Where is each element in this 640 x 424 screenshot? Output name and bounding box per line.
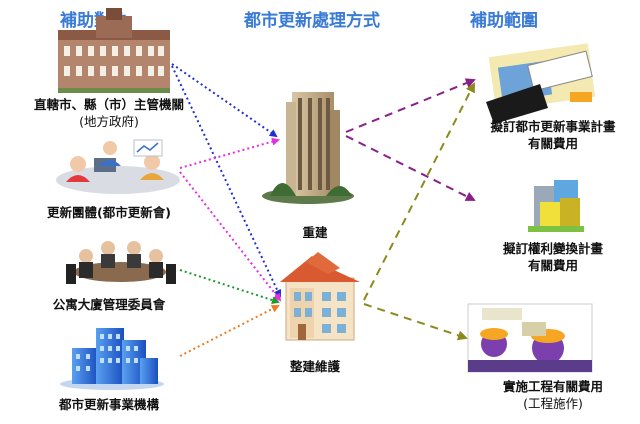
construction-workers-icon xyxy=(467,303,593,373)
header-renewal-methods: 都市更新處理方式 xyxy=(244,11,380,31)
method-label-rebuild: 重建 xyxy=(302,225,328,240)
method-label-renovation: 整建維護 xyxy=(289,359,340,374)
scope-label-plan: 擬訂都市更新事業計畫 有關費用 xyxy=(468,118,638,152)
meeting-group-icon xyxy=(56,139,180,194)
target-label-government-sub: (地方政府) xyxy=(79,114,139,129)
scope-label-plan-main: 擬訂都市更新事業計畫 xyxy=(490,119,616,134)
arrow-agency-to-renovate xyxy=(179,305,280,357)
arrow-gov-to-rebuild xyxy=(171,63,278,138)
arrow-group-to-renovate xyxy=(179,171,282,302)
scope-label-rights-main: 擬訂權利變換計畫 xyxy=(502,241,603,256)
arrow-renovate-to-plan xyxy=(363,82,475,301)
scope-label-works-main: 實施工程有關費用 xyxy=(502,379,603,394)
scope-label-rights-sub: 有關費用 xyxy=(527,258,578,273)
rights-exchange-buildings-icon xyxy=(528,180,584,232)
planning-documents-icon xyxy=(486,43,596,124)
arrow-rebuild-to-rights xyxy=(345,135,476,201)
scope-label-plan-sub: 有關費用 xyxy=(527,136,578,151)
scope-label-works-sub: (工程施作) xyxy=(523,396,583,411)
target-label-renewal-agency: 都市更新事業機構 xyxy=(58,397,159,412)
arrow-renovate-to-works xyxy=(363,303,468,341)
arrow-rebuild-to-plan xyxy=(345,78,476,133)
apartment-house-icon xyxy=(280,252,360,341)
target-label-government-main: 直轄市、縣（市）主管機關 xyxy=(33,97,184,112)
committee-meeting-icon xyxy=(66,241,176,284)
header-subsidy-scope: 補助範圍 xyxy=(470,11,538,31)
arrow-committee-to-renovate xyxy=(179,269,280,304)
target-label-government: 直轄市、縣（市）主管機關 (地方政府) xyxy=(0,96,218,130)
high-rise-tower-icon xyxy=(262,92,354,204)
scope-label-works: 實施工程有關費用 (工程施作) xyxy=(468,378,638,412)
target-label-committee: 公寓大廈管理委員會 xyxy=(52,297,166,312)
method-to-scope-arrows xyxy=(345,78,476,341)
government-building-icon xyxy=(58,8,170,93)
arrow-group-to-rebuild xyxy=(179,137,280,169)
target-to-method-arrows xyxy=(171,63,282,357)
target-label-renewal-group: 更新團體(都市更新會) xyxy=(47,205,171,220)
arrow-gov-to-renovate xyxy=(171,65,282,298)
scope-label-rights: 擬訂權利變換計畫 有關費用 xyxy=(468,240,638,274)
office-buildings-icon xyxy=(60,328,164,390)
